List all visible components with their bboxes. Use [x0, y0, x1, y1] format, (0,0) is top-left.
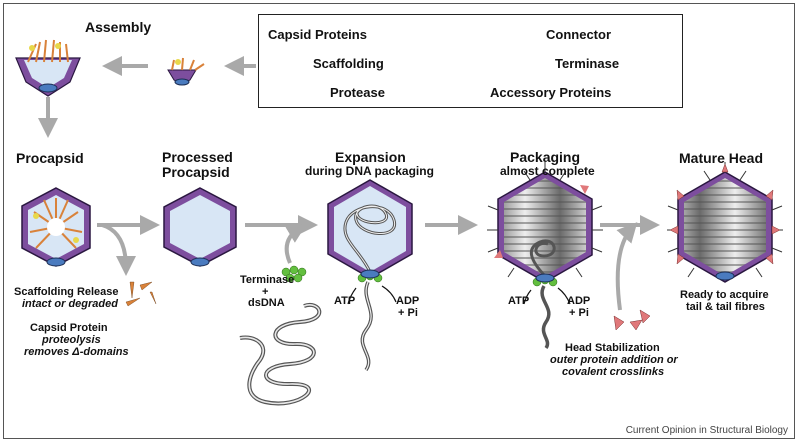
atp-label-2: ATP	[508, 295, 530, 307]
head-stabilization-detail-2: covalent crosslinks	[562, 366, 665, 378]
expansion-title: Expansion	[335, 149, 406, 165]
mature-head-title: Mature Head	[679, 150, 764, 166]
packaging-capsid	[487, 162, 603, 350]
figure-border	[3, 3, 795, 439]
atp-label-1: ATP	[334, 295, 356, 307]
mature-head-capsid	[667, 162, 783, 283]
dsdna-label: dsDNA	[248, 297, 285, 309]
legend-protease: Protease	[330, 85, 385, 100]
expansion-subtitle: during DNA packaging	[305, 164, 434, 178]
procapsid-shell	[21, 187, 91, 267]
packaging-subtitle: almost complete	[500, 164, 595, 178]
capsid-protein-label: Capsid Protein	[30, 322, 108, 334]
legend-terminase: Terminase	[555, 56, 620, 71]
processed-procapsid-title-2: Procapsid	[162, 164, 230, 180]
assembly-title: Assembly	[85, 19, 152, 35]
head-stabilization-detail-1: outer protein addition or	[550, 354, 678, 366]
arrow-terminase-entry	[284, 223, 307, 264]
pi-label-2: + Pi	[569, 307, 589, 319]
adp-label-2: ADP	[567, 295, 591, 307]
assembly-partial-shell	[15, 39, 81, 97]
head-stabilization-label: Head Stabilization	[565, 342, 660, 354]
journal-credit: Current Opinion in Structural Biology	[625, 425, 788, 436]
legend-capsid-proteins: Capsid Proteins	[268, 27, 367, 42]
legend-box	[258, 14, 683, 108]
terminase-label: Terminase	[240, 274, 295, 286]
plus-label: +	[262, 286, 269, 298]
adp-label-1: ADP	[396, 295, 420, 307]
proteolysis-detail: removes Δ-domains	[24, 346, 129, 358]
procapsid-title: Procapsid	[16, 150, 84, 166]
processed-procapsid-title-1: Processed	[162, 149, 233, 165]
proteolysis-label: proteolysis	[42, 334, 101, 346]
legend-connector: Connector	[546, 27, 611, 42]
scaffolding-release-label: Scaffolding Release	[14, 286, 119, 298]
accessory-proteins-free	[613, 309, 651, 331]
legend-scaffolding: Scaffolding	[313, 56, 384, 71]
expansion-capsid	[327, 179, 413, 372]
ready-label-2: tail & tail fibres	[686, 301, 765, 313]
dsdna-strand	[239, 302, 322, 406]
scaffolding-release-detail: intact or degraded	[22, 298, 118, 310]
arrow-head-stabilization	[615, 222, 638, 311]
assembly-intermediate	[167, 57, 205, 86]
processed-procapsid-shell	[163, 187, 237, 267]
ready-label-1: Ready to acquire	[680, 289, 769, 301]
arrow-scaffold-release	[101, 223, 136, 276]
terminase-cluster	[281, 265, 307, 283]
legend-accessory-proteins: Accessory Proteins	[490, 85, 612, 100]
released-scaffolding	[125, 281, 157, 307]
pi-label-1: + Pi	[398, 307, 418, 319]
packaging-title: Packaging	[510, 149, 581, 165]
